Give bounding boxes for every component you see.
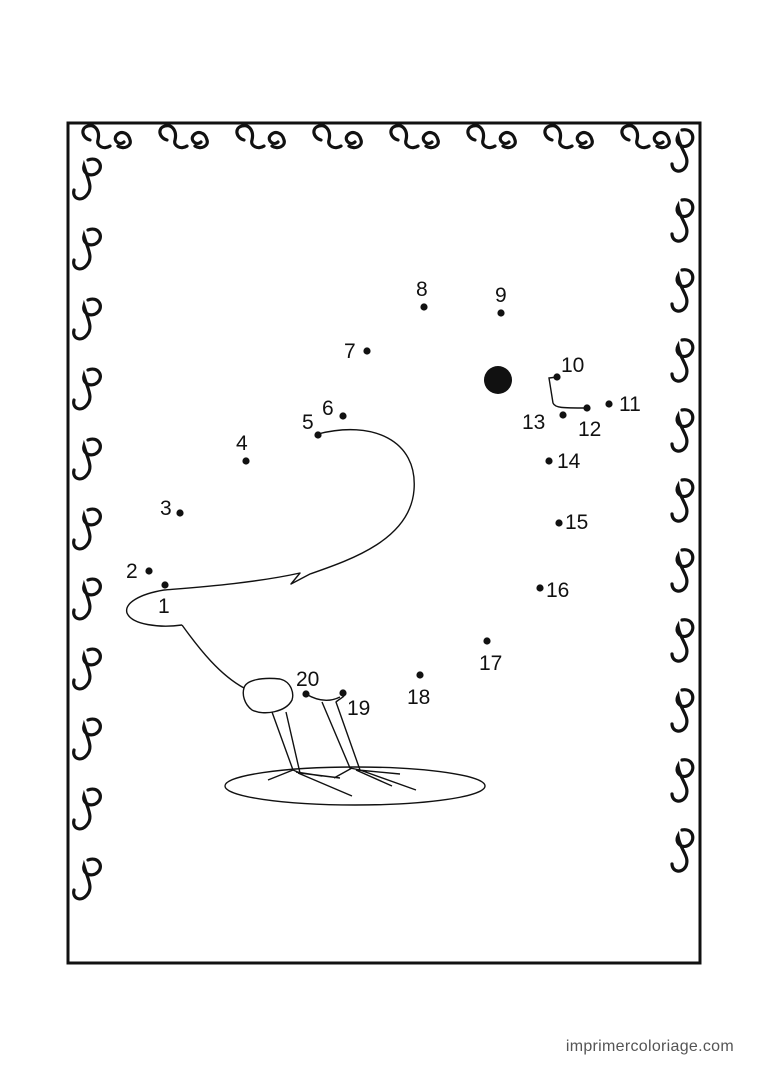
border-curl-right <box>670 548 695 593</box>
dot-8 <box>420 303 428 311</box>
border-curl-top <box>235 124 266 150</box>
dot-label-5: 5 <box>302 411 314 434</box>
dot-label-7: 7 <box>344 340 356 363</box>
dot-18 <box>416 671 424 679</box>
dot-label-14: 14 <box>557 450 581 473</box>
bird-thigh <box>242 677 294 714</box>
dot-15 <box>555 519 563 527</box>
dot-label-2: 2 <box>126 560 138 583</box>
dot-label-8: 8 <box>416 278 428 301</box>
border-curl-right <box>670 758 695 803</box>
border-curl-top <box>190 130 209 150</box>
border-curl-left <box>72 297 102 341</box>
bird-leg-joint <box>305 693 341 701</box>
dot-label-1: 1 <box>158 595 170 618</box>
border-curl-left <box>72 367 102 411</box>
border-curl-right <box>670 478 695 523</box>
bird-belly-line <box>181 624 245 689</box>
decorative-swirl-border <box>72 124 695 901</box>
border-curl-top <box>543 124 574 150</box>
dot-label-15: 15 <box>565 511 588 534</box>
border-curl-right <box>670 688 695 733</box>
dot-14 <box>545 457 553 465</box>
dot-label-17: 17 <box>479 652 502 675</box>
border-curl-left <box>72 157 102 201</box>
dot-label-19: 19 <box>347 697 370 720</box>
dot-17 <box>483 637 491 645</box>
dot-7 <box>363 347 371 355</box>
border-curl-left <box>72 717 102 761</box>
dot-label-4: 4 <box>236 432 248 455</box>
dot-label-16: 16 <box>546 579 569 602</box>
border-curl-right <box>670 198 695 243</box>
bird-leg-front <box>321 695 361 771</box>
border-curl-top <box>344 130 363 150</box>
border-curl-left <box>72 647 102 691</box>
border-curl-top <box>81 124 112 150</box>
dot-16 <box>536 584 544 592</box>
border-curl-left <box>72 577 102 621</box>
dot-1 <box>161 581 169 589</box>
border-curl-top <box>158 124 189 150</box>
border-curl-left <box>72 437 102 481</box>
dot-11 <box>605 400 613 408</box>
border-curl-left <box>72 857 102 901</box>
border-curl-top <box>620 124 651 150</box>
border-curl-top <box>575 130 594 150</box>
border-curl-right <box>670 268 695 313</box>
bird-leg-back <box>271 711 301 774</box>
dot-5 <box>314 431 322 439</box>
bird-beak-fragment <box>548 376 588 409</box>
border-curl-top <box>652 130 671 150</box>
dot-6 <box>339 412 347 420</box>
border-curl-right <box>670 128 695 173</box>
dot-19 <box>339 689 347 697</box>
border-curl-top <box>389 124 420 150</box>
dot-label-20: 20 <box>296 668 319 691</box>
border-curl-right <box>670 618 695 663</box>
page-frame <box>66 121 702 965</box>
border-curl-top <box>466 124 497 150</box>
dot-label-3: 3 <box>160 497 172 520</box>
border-curl-left <box>72 507 102 551</box>
site-watermark: imprimercoloriage.com <box>565 1038 734 1055</box>
dot-12 <box>583 404 591 412</box>
border-curl-left <box>72 787 102 831</box>
dot-4 <box>242 457 250 465</box>
dot-3 <box>176 509 184 517</box>
bird-toes-back <box>267 769 353 797</box>
dot-13 <box>559 411 567 419</box>
border-curl-right <box>670 828 695 873</box>
border-curl-top <box>267 130 286 150</box>
border-curl-top <box>498 130 517 150</box>
ground-shadow <box>224 766 486 806</box>
dot-label-9: 9 <box>495 284 507 307</box>
border-curl-right <box>670 338 695 383</box>
dot-10 <box>553 373 561 381</box>
border-curl-top <box>421 130 440 150</box>
border-curl-top <box>113 130 132 150</box>
dot-label-18: 18 <box>407 686 430 709</box>
bird-back-curve <box>163 428 415 591</box>
bird-toes-front <box>333 767 417 791</box>
border-curl-top <box>312 124 343 150</box>
dot-20 <box>302 690 310 698</box>
dot-2 <box>145 567 153 575</box>
bird-eye <box>484 366 512 394</box>
dot-9 <box>497 309 505 317</box>
border-curl-left <box>72 227 102 271</box>
bird-tail <box>126 589 183 627</box>
dot-label-13: 13 <box>522 411 545 434</box>
dot-label-12: 12 <box>578 418 601 441</box>
dot-label-11: 11 <box>619 393 641 416</box>
border-curl-right <box>670 408 695 453</box>
dot-label-6: 6 <box>322 397 334 420</box>
bird-outline-drawing <box>126 428 486 806</box>
dot-label-10: 10 <box>561 354 584 377</box>
